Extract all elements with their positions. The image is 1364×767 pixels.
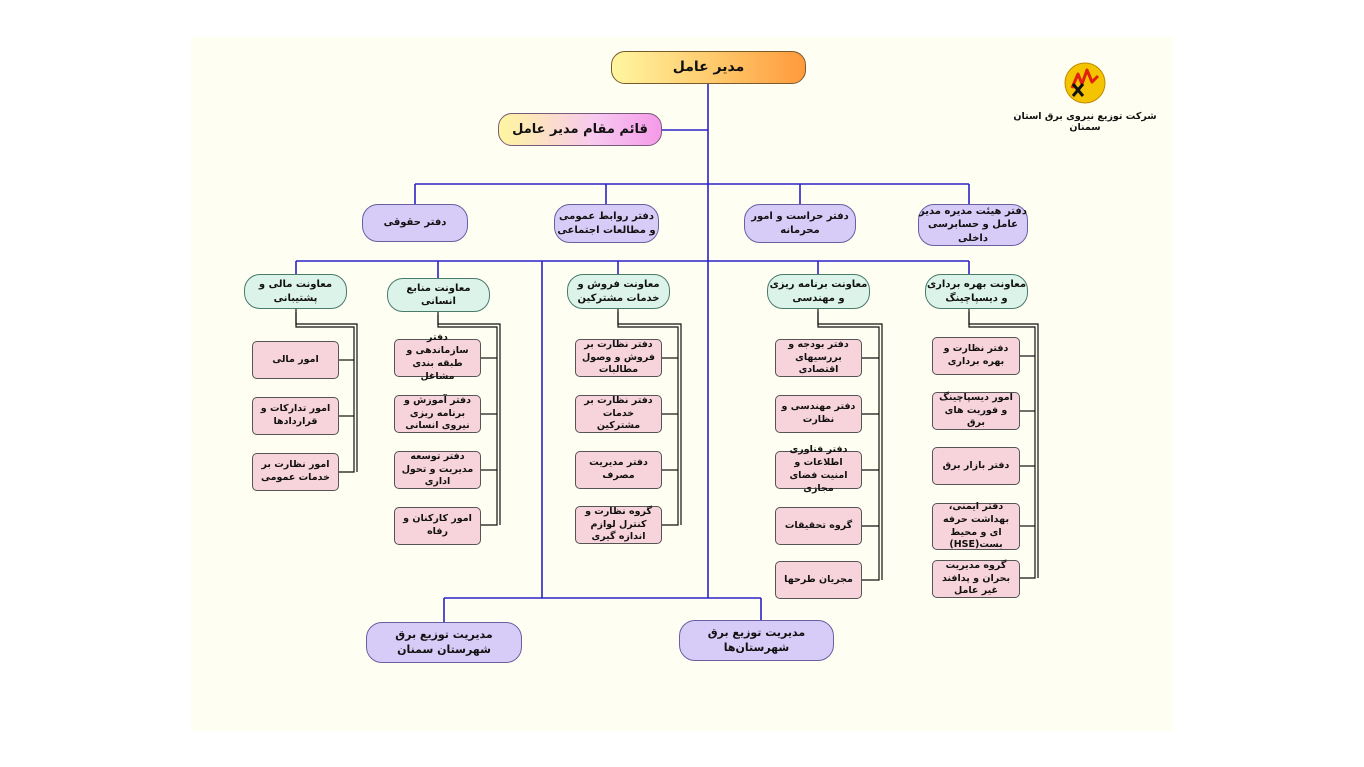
deputy-ceo-node: قائم مقام مدیر عامل: [498, 113, 662, 146]
unit-item: امور دیسپاچینگ و فوریت های برق: [932, 392, 1020, 430]
vp-planning: معاونت برنامه ریزی و مهندسی: [767, 274, 870, 309]
vp-operations: معاونت بهره برداری و دیسپاچینگ: [925, 274, 1028, 309]
company-name: شرکت توزیع نیروی برق استان سمنان: [1013, 111, 1157, 133]
power-distribution-logo-icon: [1064, 62, 1106, 104]
unit-item: دفتر فناوری اطلاعات و امنیت فضای مجازی: [775, 444, 862, 494]
dist-semnan: مدیریت توزیع برق شهرستان سمنان: [366, 622, 522, 663]
vp-finance: معاونت مالی و پشتیبانی: [244, 274, 347, 309]
unit-item: دفتر توسعه مدیریت و تحول اداری: [394, 451, 481, 489]
vp-sales: معاونت فروش و خدمات مشترکین: [567, 274, 670, 309]
unit-item: دفتر ایمنی، بهداشت حرفه ای و محیط بست(HS…: [932, 501, 1020, 550]
unit-item: امور کارکنان و رفاه: [394, 507, 481, 545]
office-board-audit: دفتر هیئت مدیره مدیر عامل و حسابرسی داخل…: [918, 204, 1028, 246]
unit-item: دفتر نظارت و بهره برداری: [932, 337, 1020, 375]
chart-canvas: [191, 37, 1173, 731]
unit-item: دفتر آموزش و برنامه ریزی نیروی انسانی: [394, 395, 481, 433]
unit-item: گروه مدیریت بحران و پدافند غیر عامل: [932, 560, 1020, 598]
ceo-node: مدیر عامل: [611, 51, 806, 84]
unit-item: گروه نظارت و کنترل لوازم اندازه گیری: [575, 506, 662, 544]
vp-human-resources: معاونت منابع انسانی: [387, 278, 490, 312]
office-security: دفتر حراست و امور محرمانه: [744, 204, 856, 243]
unit-item: دفتر نظارت بر خدمات مشترکین: [575, 395, 662, 433]
office-legal: دفتر حقوقی: [362, 204, 468, 242]
unit-item: مجریان طرحها: [775, 561, 862, 599]
unit-item: دفتر نظارت بر فروش و وصول مطالبات: [575, 339, 662, 377]
unit-item: دفتر مدیریت مصرف: [575, 451, 662, 489]
unit-item: دفتر بازار برق: [932, 447, 1020, 485]
unit-item: امور نظارت بر خدمات عمومی: [252, 453, 339, 491]
company-logo: [1062, 62, 1108, 104]
office-public-relations: دفتر روابط عمومی و مطالعات اجتماعی: [554, 204, 659, 243]
unit-item: گروه تحقیقات: [775, 507, 862, 545]
unit-item: دفتر سازماندهی و طبقه بندی مشاغل: [394, 332, 481, 382]
unit-item: امور مالی: [252, 341, 339, 379]
unit-item: دفتر مهندسی و نظارت: [775, 395, 862, 433]
dist-cities: مدیریت توزیع برق شهرستان‌ها: [679, 620, 834, 661]
unit-item: امور تدارکات و قراردادها: [252, 397, 339, 435]
unit-item: دفتر بودجه و بررسیهای اقتصادی: [775, 339, 862, 377]
